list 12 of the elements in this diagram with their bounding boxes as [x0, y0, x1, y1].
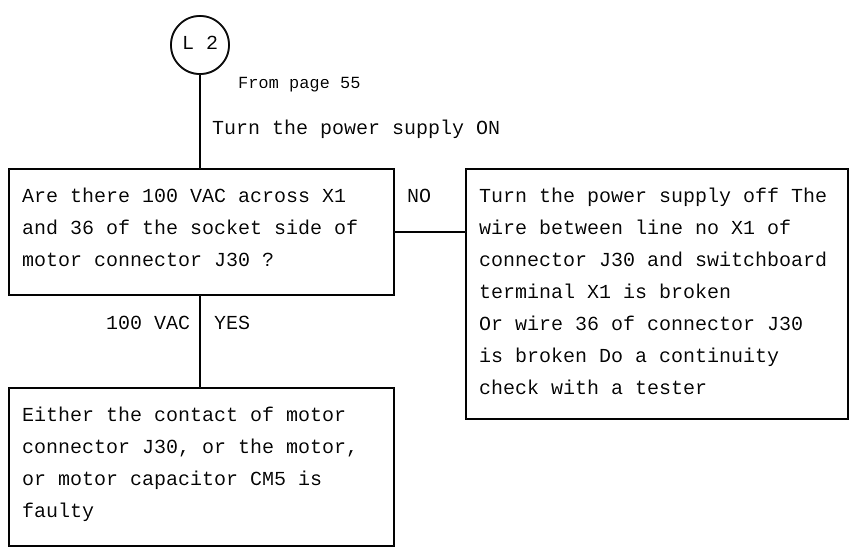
- node-text: Or wire 36 of connector J30 is broken Do a continuity check with a tester: [479, 313, 804, 403]
- node-text: Are there 100 VAC across X1 and 36 of the socket side of motor connector J30 ?: [22, 185, 360, 275]
- connector-line: [199, 75, 201, 168]
- process-box: [8, 387, 395, 547]
- edge-label: Turn the power supply ON: [212, 120, 500, 140]
- connector-line: [199, 296, 201, 387]
- node-text: Either the contact of motor connector J30, or the motor, or motor capacitor CM5 is faulty: [22, 404, 360, 526]
- connector-line: [395, 231, 465, 233]
- connector-circle: L 2: [170, 15, 230, 75]
- process-box: [465, 168, 849, 420]
- node-text: Turn the power supply off The wire between line no X1 of connector J30 and switchboard terminal X1 is broken: [479, 185, 828, 307]
- process-box: [8, 168, 395, 296]
